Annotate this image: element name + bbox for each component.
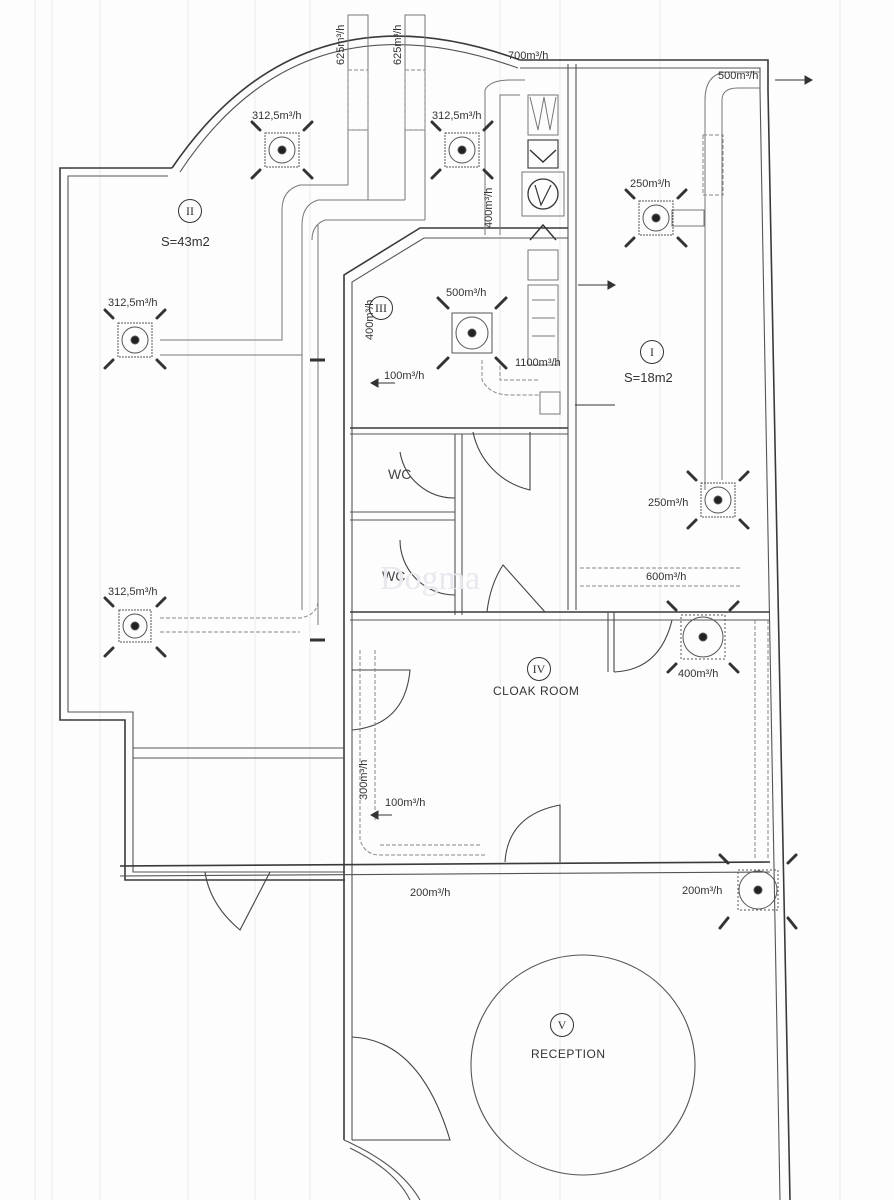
diffuser-ii-top-right xyxy=(444,132,480,168)
diffuser-i-bottom xyxy=(700,482,736,518)
room-area-ii: S=43m2 xyxy=(161,234,210,249)
airflow-label-diffuser-i-top: 250m³/h xyxy=(630,178,671,190)
diffuser-v xyxy=(737,869,779,911)
room-name-reception: RECEPTION xyxy=(531,1047,606,1061)
diffuser-iii xyxy=(451,312,493,354)
reception-circle xyxy=(470,954,696,1176)
watermark: Dogma xyxy=(380,560,481,597)
room-number-i: I xyxy=(640,340,664,364)
airflow-label-duct-200-bottom: 200m³/h xyxy=(410,887,451,899)
room-number-iv: IV xyxy=(527,657,551,681)
airflow-label-ahu-intake: 700m³/h xyxy=(508,50,549,62)
wc-label-upper: WC xyxy=(388,466,412,482)
diffuser-ii-mid xyxy=(117,322,153,358)
airflow-label-duct-top-mid: 625m³/h xyxy=(392,24,404,65)
airflow-label-riser-300: 300m³/h xyxy=(358,759,370,800)
airflow-arrows xyxy=(103,120,798,930)
airflow-label-diffuser-ii-top-right: 312,5m³/h xyxy=(432,110,482,122)
scan-streaks xyxy=(34,0,841,1200)
diffuser-ii-bottom xyxy=(118,609,152,643)
diffuser-ii-top-left xyxy=(264,132,300,168)
airflow-label-diffuser-v: 200m³/h xyxy=(682,885,723,897)
airflow-label-diffuser-ii-mid: 312,5m³/h xyxy=(108,297,158,309)
exterior-walls xyxy=(59,35,791,1200)
room-area-i: S=18m2 xyxy=(624,370,673,385)
airflow-label-riser-400-top: 400m³/h xyxy=(483,187,495,228)
doors xyxy=(204,431,673,1141)
diffuser-i-top xyxy=(638,200,674,236)
airflow-label-main-1100: 1100m³/h xyxy=(515,357,561,369)
airflow-label-duct-top-left: 625m³/h xyxy=(335,24,347,65)
airflow-label-diffuser-i-bottom: 250m³/h xyxy=(648,497,689,509)
room-name-cloak-room: CLOAK ROOM xyxy=(493,684,580,698)
interior-walls xyxy=(119,227,771,1200)
ducts xyxy=(160,14,769,860)
diffuser-iv xyxy=(680,614,726,660)
room-number-ii: II xyxy=(178,199,202,223)
airflow-label-exhaust-iv: 100m³/h xyxy=(385,797,426,809)
exhaust-arrows xyxy=(310,75,814,820)
airflow-label-diffuser-iii: 500m³/h xyxy=(446,287,487,299)
airflow-label-riser-400-iii: 400m³/h xyxy=(364,299,376,340)
airflow-label-exhaust-iii: 100m³/h xyxy=(384,370,425,382)
room-number-v: V xyxy=(550,1013,574,1037)
airflow-label-exhaust-top-right: 500m³/h xyxy=(718,70,759,82)
airflow-label-diffuser-iv: 400m³/h xyxy=(678,668,719,680)
diffusers xyxy=(117,132,779,911)
airflow-label-diffuser-ii-top-left: 312,5m³/h xyxy=(252,110,302,122)
airflow-label-duct-600: 600m³/h xyxy=(646,571,687,583)
airflow-label-diffuser-ii-bottom: 312,5m³/h xyxy=(108,586,158,598)
room-number-iii: III xyxy=(369,296,393,320)
wc-label-lower: WC xyxy=(382,568,406,584)
